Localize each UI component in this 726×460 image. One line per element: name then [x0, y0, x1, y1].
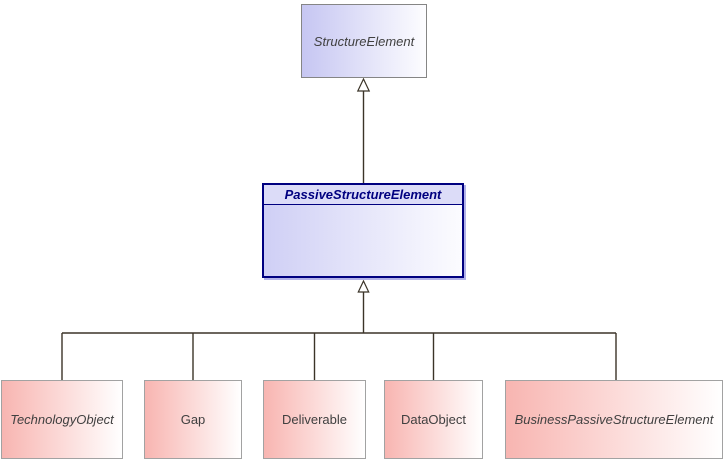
class-box-passive-structure-element[interactable]: PassiveStructureElement	[262, 183, 464, 278]
hollow-triangle-arrowhead	[356, 77, 371, 92]
class-box-business-passive-structure-element[interactable]: BusinessPassiveStructureElement	[505, 380, 723, 459]
class-attribute-compartment	[264, 205, 462, 276]
class-label: StructureElement	[313, 33, 415, 49]
class-label: BusinessPassiveStructureElement	[514, 412, 714, 427]
generalization-connector-passive-to-structure[interactable]	[356, 77, 371, 183]
class-box-gap[interactable]: Gap	[144, 380, 242, 459]
class-box-structure-element[interactable]: StructureElement	[301, 4, 427, 78]
class-box-data-object[interactable]: DataObject	[384, 380, 483, 459]
hollow-triangle-arrowhead	[357, 279, 370, 293]
class-box-technology-object[interactable]: TechnologyObject	[1, 380, 123, 459]
class-label: TechnologyObject	[10, 412, 114, 427]
class-label: DataObject	[400, 412, 467, 427]
generalization-connector-children-to-passive[interactable]	[61, 279, 617, 380]
class-label: Deliverable	[281, 412, 348, 427]
class-label: Gap	[180, 412, 206, 427]
class-box-deliverable[interactable]: Deliverable	[263, 380, 366, 459]
class-title-compartment: PassiveStructureElement	[264, 185, 462, 205]
